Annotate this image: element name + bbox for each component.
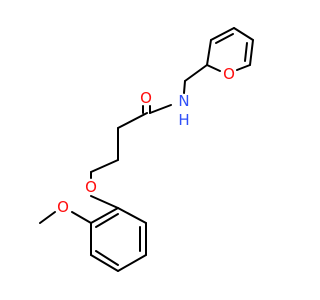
bond-group — [39, 27, 254, 272]
bond — [90, 195, 119, 209]
bond — [90, 159, 119, 173]
bond — [210, 27, 235, 41]
bond — [95, 250, 119, 266]
methoxy-oxygen-label: O — [57, 198, 69, 216]
molecule-structure: O N H O O O — [39, 27, 254, 272]
furan-oxygen-label: O — [223, 65, 235, 83]
bond — [149, 104, 172, 114]
bond — [39, 211, 56, 224]
bond — [249, 39, 254, 66]
bond — [90, 254, 119, 272]
bond — [117, 207, 147, 224]
bond — [183, 80, 186, 94]
ether-oxygen-label: O — [85, 178, 97, 196]
molecule-canvas: O N H O O O — [39, 27, 254, 272]
bond — [117, 112, 148, 129]
carbonyl-oxygen-label: O — [140, 89, 152, 107]
amide-hydrogen-label: H — [178, 111, 189, 129]
bond — [90, 207, 119, 224]
bond — [117, 254, 147, 272]
amide-nitrogen-label: N — [178, 92, 189, 110]
bond — [184, 64, 208, 82]
bond — [236, 64, 251, 71]
bond — [95, 213, 119, 228]
bond — [215, 33, 234, 44]
bond — [206, 39, 212, 66]
bond — [206, 64, 221, 72]
bond — [244, 42, 248, 62]
bond — [71, 211, 92, 224]
bond — [233, 27, 254, 41]
